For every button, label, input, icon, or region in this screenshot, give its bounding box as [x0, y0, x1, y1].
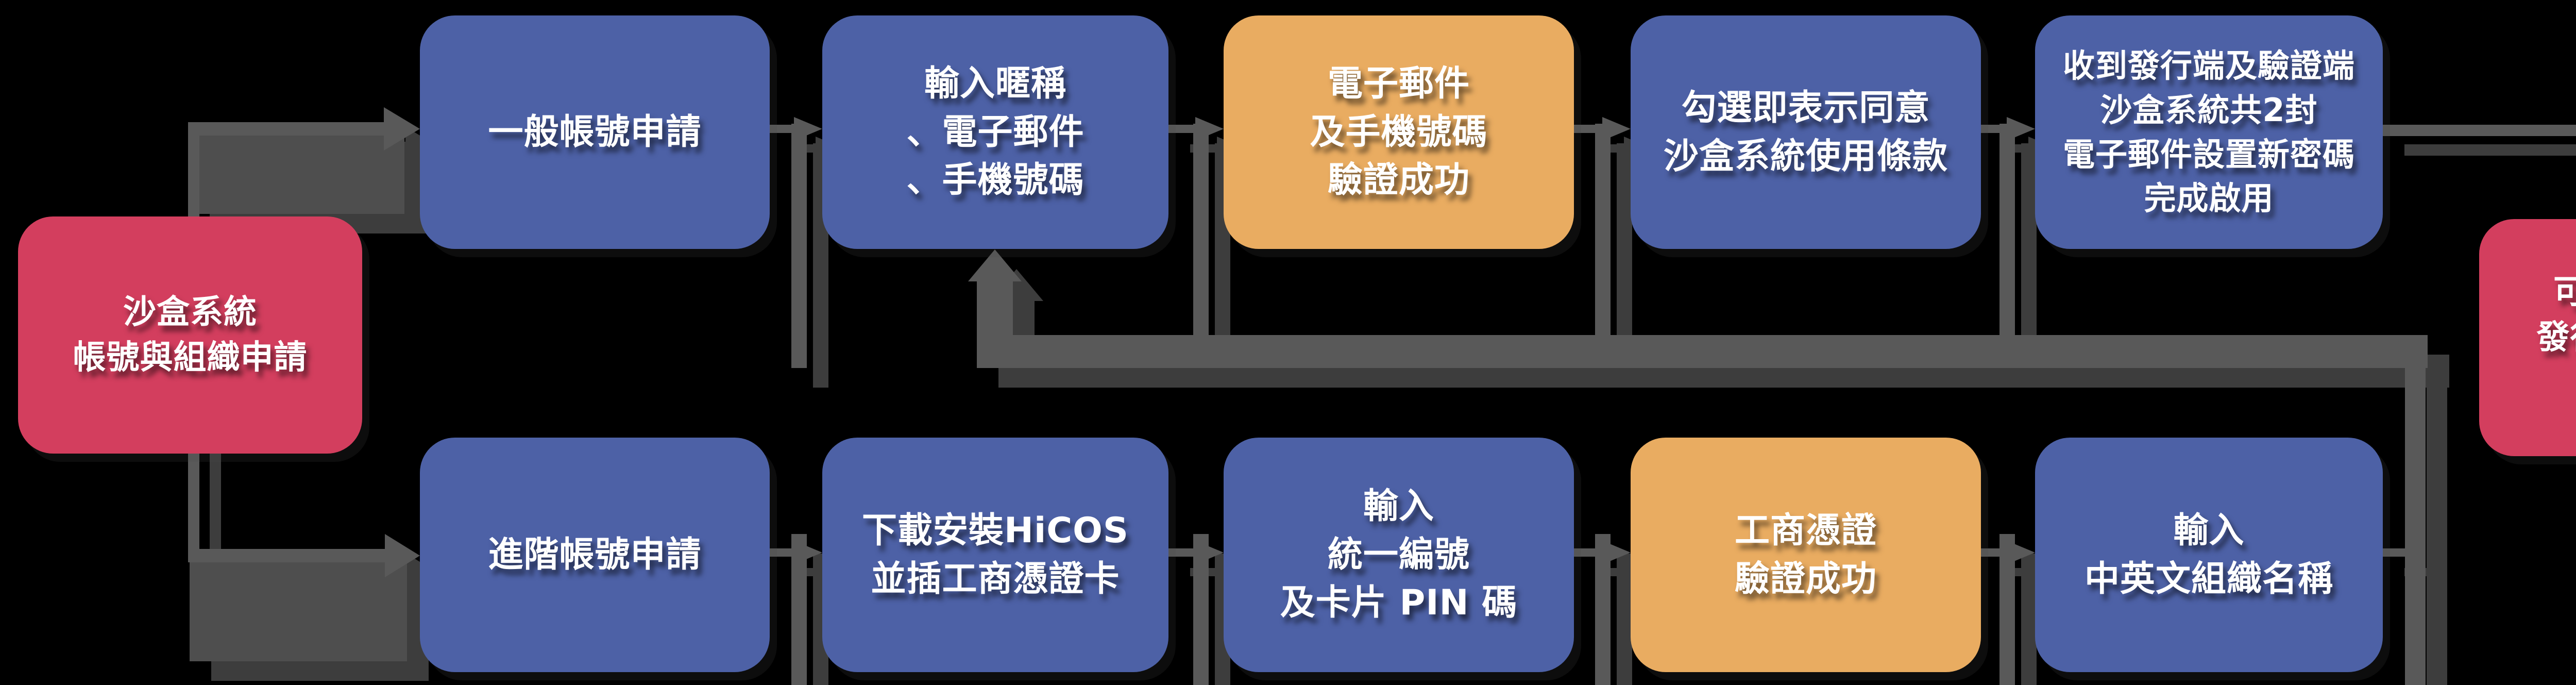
node-receive-emails-set-password: 收到發行端及驗證端 沙盒系統共2封 電子郵件設置新密碼 完成啟用 [2035, 15, 2383, 249]
node-advanced-account-label: 進階帳號申請 [488, 534, 702, 575]
dropper-top-gap2 [1193, 124, 1209, 368]
node-agree-terms-label: 勾選即表示同意 沙盒系統使用條款 [1663, 87, 1948, 177]
feedback-up-arrow-head [968, 249, 1022, 281]
dropper-top-gap3 [1595, 124, 1611, 368]
feedback-up-arrow-shaft [977, 281, 1013, 337]
dangler-bottom-gap3 [1595, 534, 1611, 685]
arrow-start-to-advanced-shaft [188, 549, 385, 562]
dangler-bottom-gap1 [791, 534, 807, 685]
node-receive-emails-set-password-label: 收到發行端及驗證端 沙盒系統共2封 電子郵件設置新密碼 完成啟用 [2062, 47, 2355, 218]
node-agree-terms: 勾選即表示同意 沙盒系統使用條款 [1631, 15, 1981, 249]
node-cert-verified: 工商憑證 驗證成功 [1631, 438, 1981, 672]
arrow-bottom-2-shaft [1168, 548, 1195, 557]
node-start-label: 沙盒系統 帳號與組織申請 [73, 293, 308, 377]
shadow-slab-bottom-left [190, 562, 407, 661]
arrow-top-1-shaft [770, 125, 794, 133]
feedback-bar [977, 335, 2428, 368]
dropper-top-gap1 [791, 124, 807, 368]
node-enter-ban-pin-label: 輸入 統一編號 及卡片 PIN 碼 [1280, 486, 1518, 624]
dropper-top-gap4 [1999, 124, 2015, 368]
node-start: 沙盒系統 帳號與組織申請 [18, 216, 362, 454]
node-enter-ban-pin: 輸入 統一編號 及卡片 PIN 碼 [1224, 438, 1574, 672]
node-enter-org-name-label: 輸入 中英文組織名稱 [2084, 510, 2333, 599]
arrow-top-2-shaft [1168, 125, 1195, 133]
node-install-hicos: 下載安裝HiCOS 並插工商憑證卡 [822, 438, 1168, 672]
node-general-account: 一般帳號申請 [420, 15, 770, 249]
return-riser-right [2405, 345, 2426, 685]
node-end-login-label: 可以登入使用 發行端及驗證端 沙盒系統 [2536, 273, 2576, 357]
node-enter-nickname-email-phone-label: 輸入暱稱 、電子郵件 、手機號碼 [906, 63, 1084, 201]
shadow-slab-top-left [190, 136, 404, 214]
node-advanced-account: 進階帳號申請 [420, 438, 770, 672]
node-enter-nickname-email-phone: 輸入暱稱 、電子郵件 、手機號碼 [822, 15, 1168, 249]
arrow-receive-to-end-shaft [2383, 125, 2576, 136]
node-enter-org-name: 輸入 中英文組織名稱 [2035, 438, 2383, 672]
dangler-bottom-gap2 [1193, 534, 1209, 685]
dangler-bottom-gap4 [1999, 534, 2015, 685]
node-email-phone-verified-label: 電子郵件 及手機號碼 驗證成功 [1310, 63, 1488, 201]
node-general-account-label: 一般帳號申請 [488, 111, 702, 153]
node-end-login: 可以登入使用 發行端及驗證端 沙盒系統 [2479, 219, 2576, 456]
node-email-phone-verified: 電子郵件 及手機號碼 驗證成功 [1224, 15, 1574, 249]
arrow-bottom-1-shaft [770, 548, 794, 557]
arrow-start-to-general-shaft [188, 122, 384, 136]
node-cert-verified-label: 工商憑證 驗證成功 [1734, 510, 1877, 599]
node-install-hicos-label: 下載安裝HiCOS 並插工商憑證卡 [862, 510, 1129, 599]
